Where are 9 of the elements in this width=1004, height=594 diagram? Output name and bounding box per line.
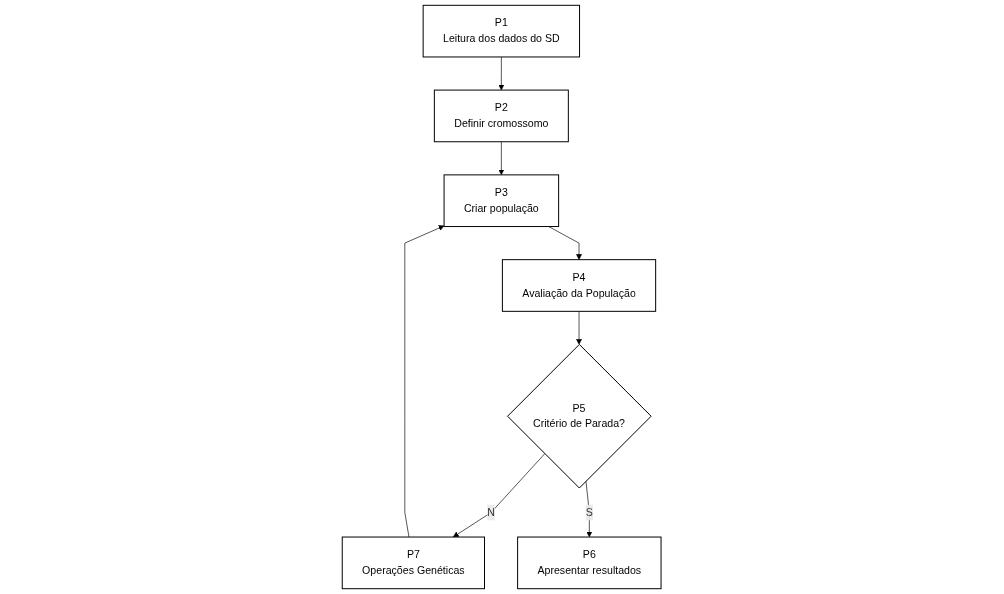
node-box: P6 Apresentar resultados [517,536,662,590]
node-box: P4 Avaliação da População [502,259,657,312]
edge-label: S [586,506,594,518]
node-box: P3 Criar população [443,174,560,228]
node-diamond: P5 Critério de Parada? [507,343,652,489]
node-box: P1 Leitura dos dados do SD [423,4,581,58]
edge-label: N [487,506,496,518]
node-box: P7 Operações Genéticas [342,536,486,590]
node-box: P2 Definir cromossomo [434,89,570,143]
